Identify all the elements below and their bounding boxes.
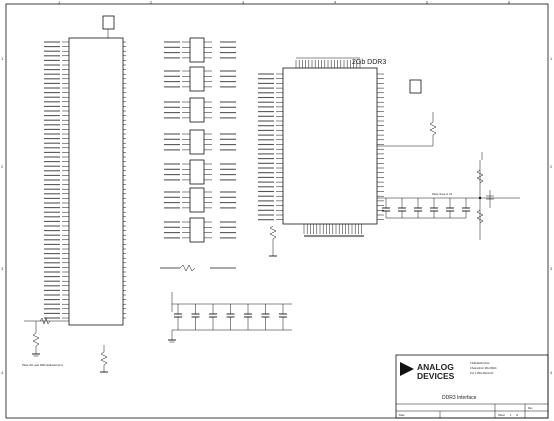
grid-row-4-right: 4 (550, 370, 553, 375)
ddr3-chip-body (282, 67, 378, 225)
date-label: Date (399, 413, 405, 417)
decoupling-capacitor-bank (168, 292, 292, 343)
address-line-1: 2 Elizabeth Drive (470, 361, 490, 365)
processor-connector-pins (44, 41, 126, 319)
resistor-array (189, 129, 205, 155)
grid-row-3-left: 3 (1, 266, 4, 271)
grid-row-2-right: 2 (550, 164, 553, 169)
chip-decoupling-caps (382, 198, 470, 219)
grid-row-1-left: 1 (1, 56, 4, 61)
ddr3-chip-title: 2Gb DDR3 (352, 59, 386, 66)
chip-ref-part-body (409, 79, 422, 94)
grid-row-2-left: 2 (1, 164, 4, 169)
connector-ref-part (102, 15, 115, 38)
title-block-frame (395, 354, 549, 419)
sheet-value: 1 (510, 413, 512, 417)
analog-devices-logo-icon (400, 362, 414, 376)
logo-line-2: DEVICES (417, 371, 455, 381)
sheet-title: DDR3 Interface (442, 395, 477, 401)
grid-col-4-top: 4 (334, 0, 337, 5)
grid-col-2-top: 2 (150, 0, 153, 5)
address-line-2: Chelmsford, MA 01824 (470, 366, 497, 370)
grid-col-6-top: 6 (508, 0, 511, 5)
resistor-array (189, 37, 205, 63)
resistor-array (189, 217, 205, 243)
connector-ref-part-body (102, 15, 115, 30)
grid-col-5-top: 5 (426, 0, 429, 5)
grid-col-1-top: 1 (58, 0, 61, 5)
resistor-array (189, 187, 205, 213)
resistor-array (189, 159, 205, 185)
processor-connector (44, 37, 126, 326)
processor-connector-body (68, 37, 124, 326)
sheet-label: Sheet (498, 413, 505, 417)
reset-resistor (269, 225, 277, 240)
address-line-3: PH: 1-800-ANALOG (470, 371, 493, 375)
grid-row-4-left: 4 (1, 370, 4, 375)
sheet-border (5, 3, 549, 419)
grid-row-3-right: 3 (550, 266, 553, 271)
ddr3-chip-pins (258, 57, 384, 257)
chip-ref-part (409, 79, 422, 94)
zq-resistor (377, 112, 437, 147)
left-termination: Place this near DDR dedicated pins (22, 317, 69, 367)
resistor-array (189, 66, 205, 92)
series-resistor-arrays (160, 37, 236, 272)
ddr3-chip: 2Gb DDR3 (258, 57, 386, 257)
vref-node (478, 196, 482, 200)
resistor-array (189, 97, 205, 123)
grid-col-3-top: 3 (242, 0, 245, 5)
vref-network: Place close to U1 (377, 152, 520, 240)
grid-labels: 1 2 3 4 5 6 1 2 3 4 1 2 3 4 (1, 0, 553, 375)
of-label: of (516, 413, 518, 417)
logo-line-1: ANALOG (417, 362, 454, 372)
grid-row-1-right: 1 (550, 56, 553, 61)
rev-label: Rev (528, 406, 533, 410)
title-block: ANALOG DEVICES 2 Elizabeth Drive Chelmsf… (395, 354, 549, 419)
single-resistor (179, 264, 196, 272)
left-place-note: Place this near DDR dedicated pins (22, 363, 64, 367)
vref-place-note: Place close to U1 (432, 192, 453, 196)
mid-left-resistor (100, 345, 108, 373)
